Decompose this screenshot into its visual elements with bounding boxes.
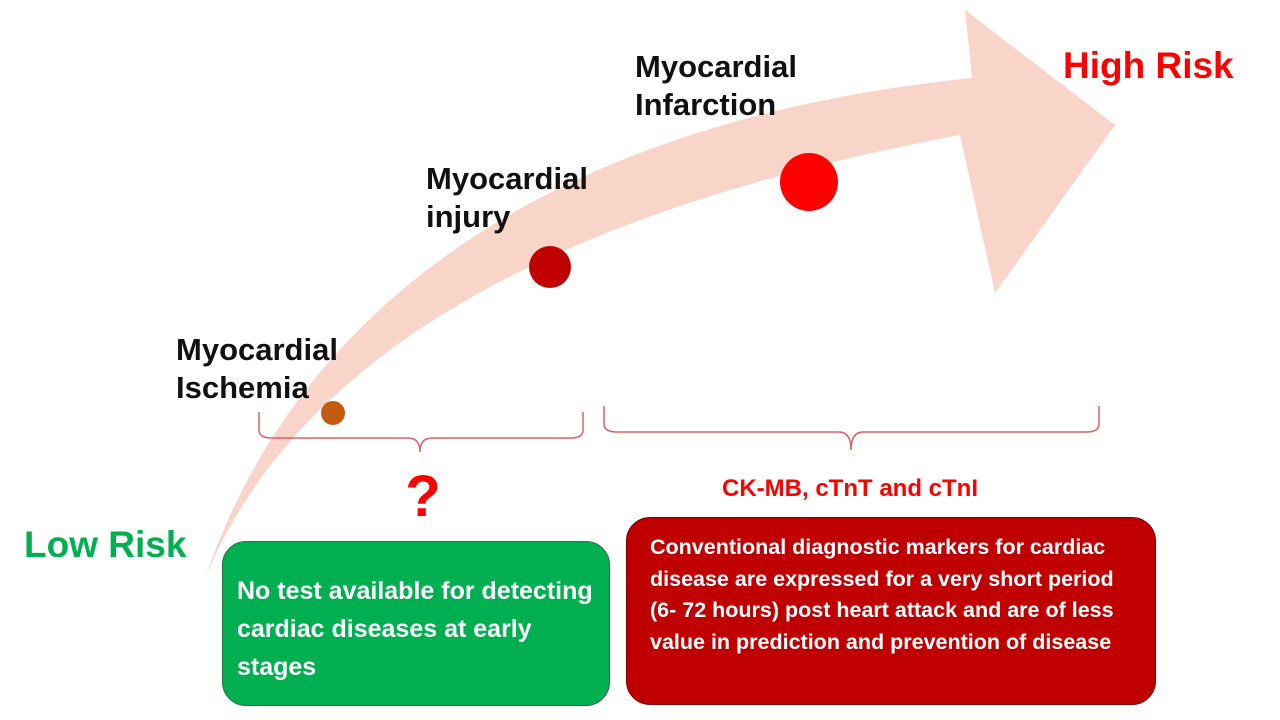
ischemia-line1: Myocardial — [176, 332, 338, 367]
stage-infarction-label: Myocardial Infarction — [635, 48, 797, 124]
injury-line1: Myocardial — [426, 161, 588, 196]
early-stage-bracket — [258, 412, 584, 453]
question-mark: ? — [405, 464, 441, 529]
late-stage-bracket — [603, 406, 1100, 451]
ischemia-line2: Ischemia — [176, 370, 309, 405]
infarction-line1: Myocardial — [635, 49, 797, 84]
high-risk-label: High Risk — [1063, 45, 1234, 86]
conventional-markers-text: Conventional diagnostic markers for card… — [650, 535, 1114, 654]
infarction-dot — [780, 153, 838, 211]
stage-injury-label: Myocardial injury — [426, 160, 588, 236]
conventional-markers-box: Conventional diagnostic markers for card… — [626, 517, 1156, 705]
early-detection-box: No test available for detecting cardiac … — [222, 541, 610, 706]
injury-dot — [529, 246, 571, 288]
infarction-line2: Infarction — [635, 87, 777, 122]
low-risk-label: Low Risk — [24, 524, 187, 565]
stage-ischemia-label: Myocardial Ischemia — [176, 331, 338, 407]
ischemia-dot — [321, 401, 345, 425]
injury-line2: injury — [426, 199, 511, 234]
progression-arrow — [205, 10, 1115, 578]
markers-label: CK-MB, cTnT and cTnI — [722, 475, 978, 502]
early-detection-text: No test available for detecting cardiac … — [237, 577, 593, 681]
